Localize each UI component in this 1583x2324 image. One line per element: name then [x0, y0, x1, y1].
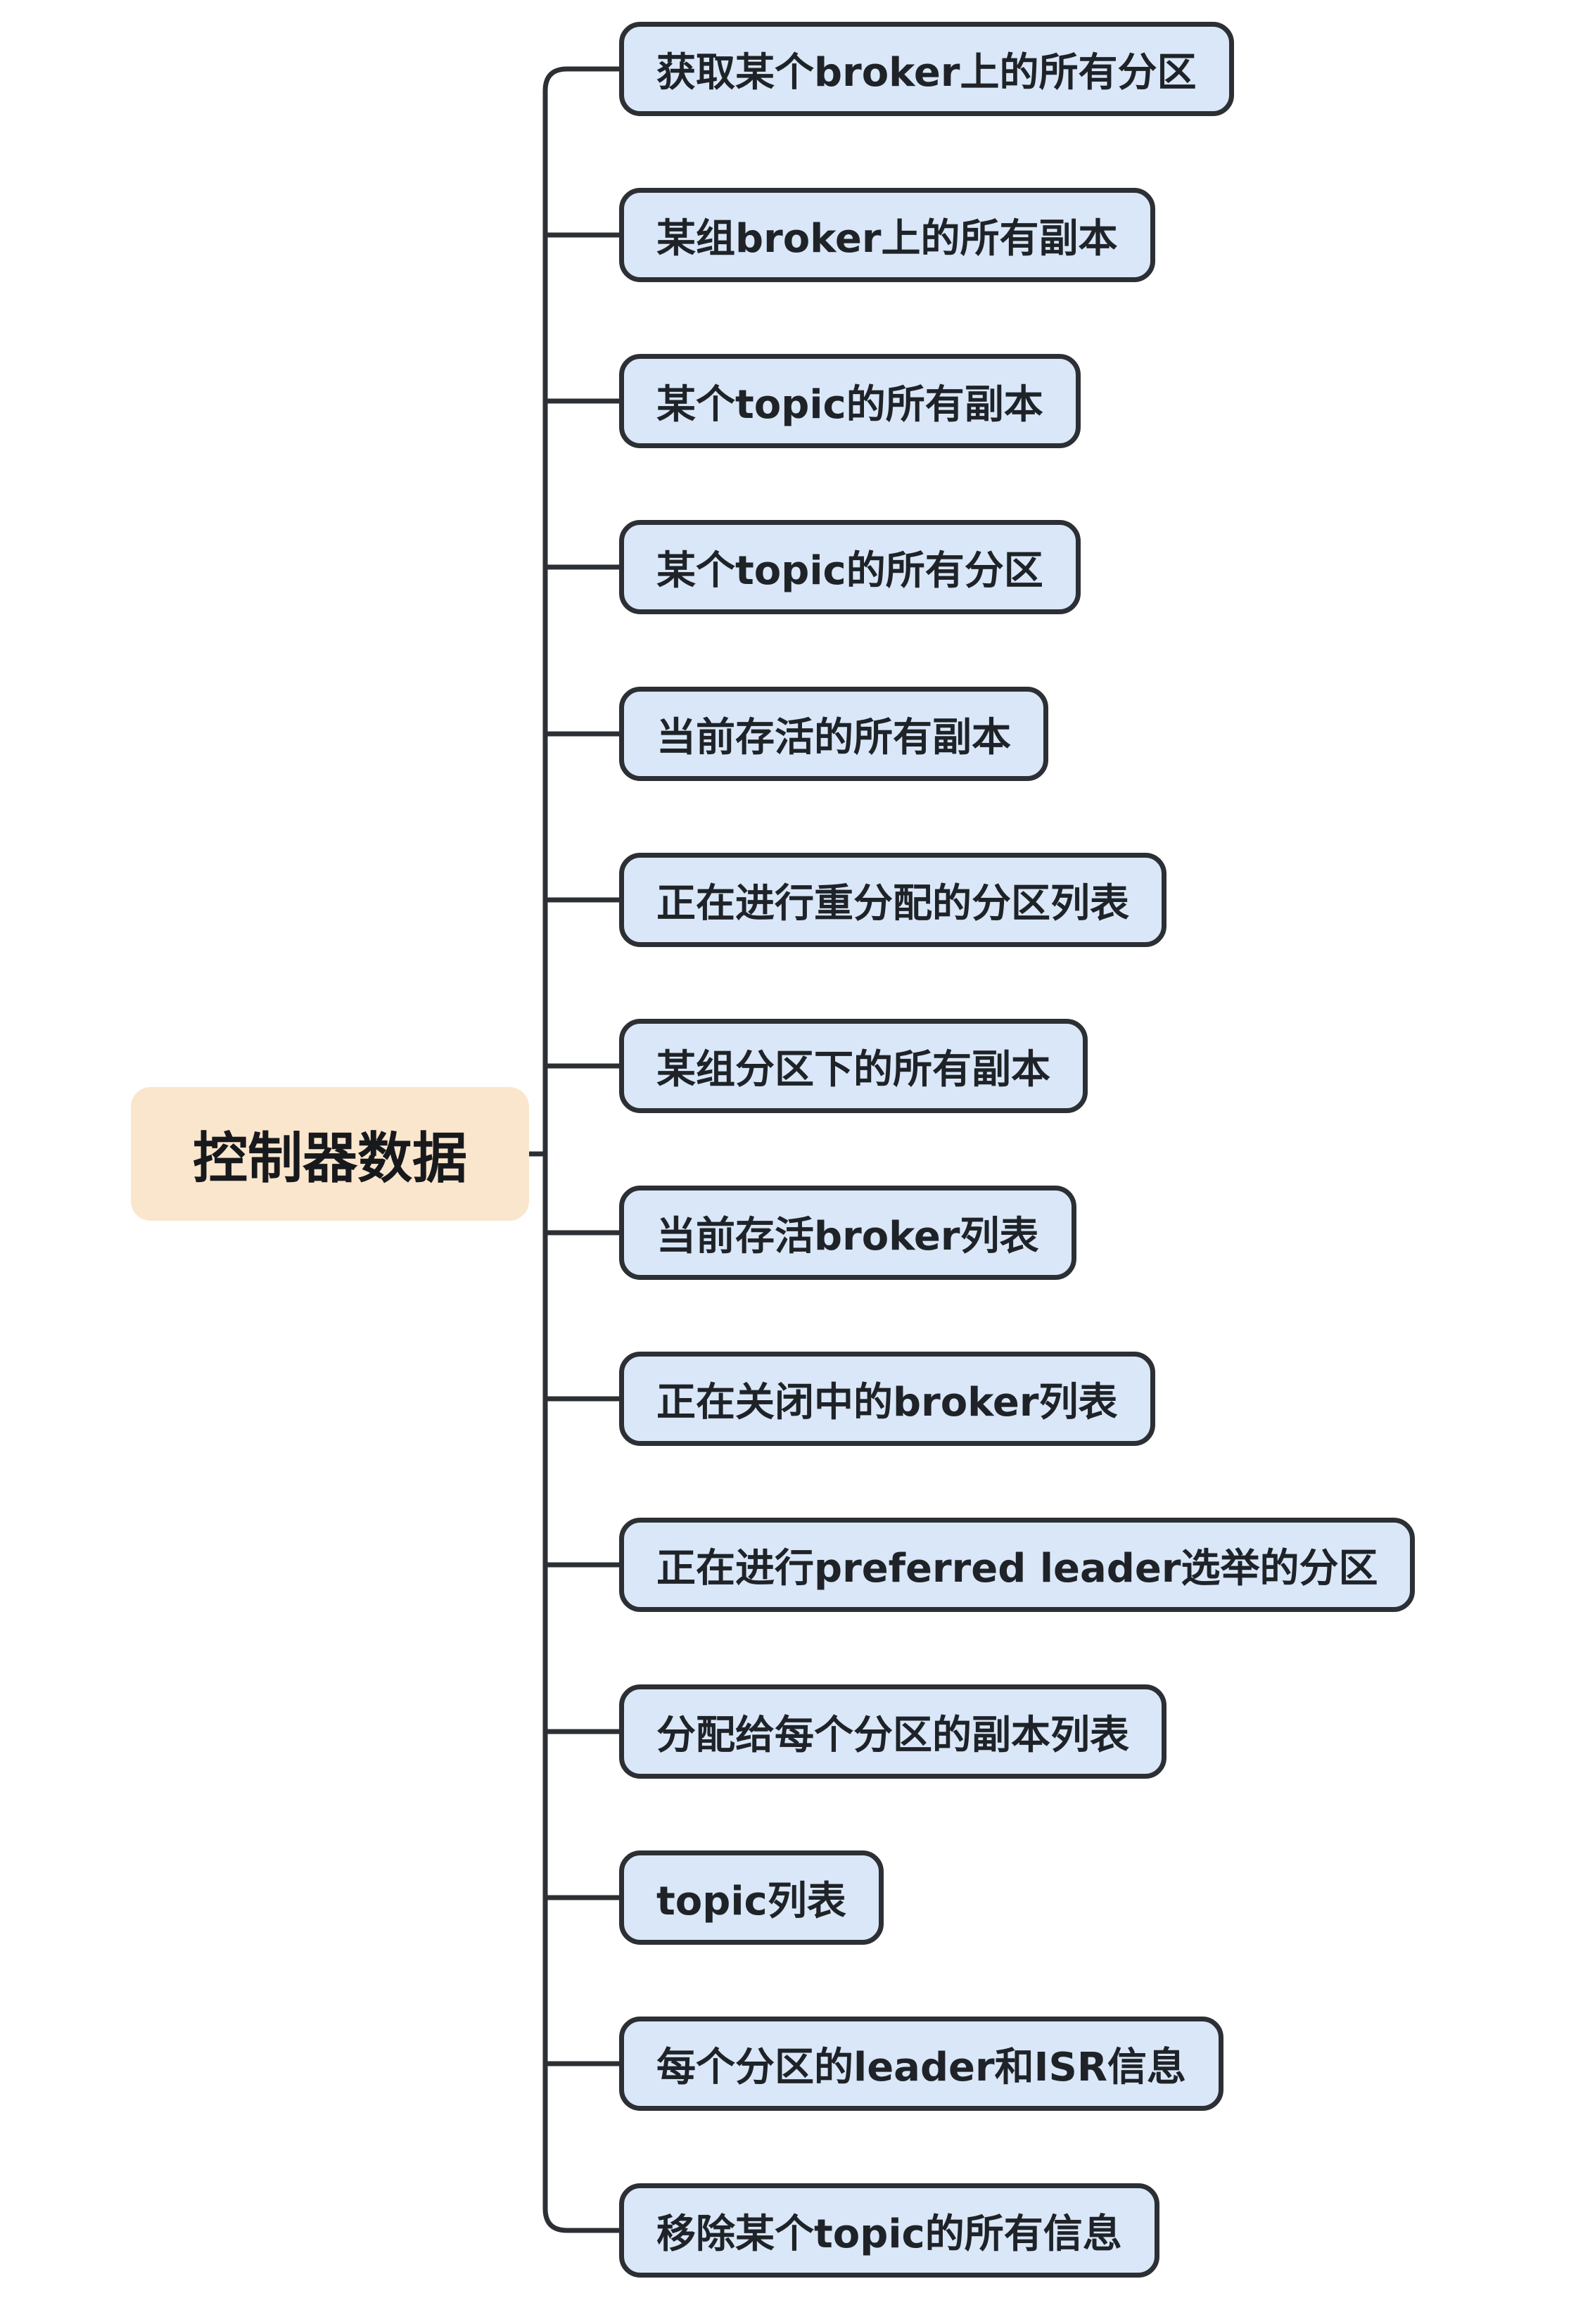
node-all-partitions-of-topic: 某个topic的所有分区: [619, 520, 1081, 614]
node-label: 某个topic的所有副本: [656, 381, 1043, 428]
root-node-label: 控制器数据: [193, 1127, 468, 1190]
node-all-replicas-on-broker-set: 某组broker上的所有副本: [619, 188, 1155, 282]
node-label: 获取某个broker上的所有分区: [656, 49, 1197, 96]
node-remove-topic-info: 移除某个topic的所有信息: [619, 2183, 1159, 2278]
node-label: 移除某个topic的所有信息: [656, 2211, 1122, 2257]
node-all-live-replicas: 当前存活的所有副本: [619, 687, 1048, 781]
node-get-all-partitions-on-broker: 获取某个broker上的所有分区: [619, 22, 1234, 116]
root-node-controller-data: 控制器数据: [131, 1087, 530, 1221]
node-topic-list: topic列表: [619, 1850, 884, 1945]
node-label: 正在关闭中的broker列表: [656, 1379, 1118, 1425]
node-all-replicas-of-topic: 某个topic的所有副本: [619, 354, 1081, 448]
node-shutting-down-broker-list: 正在关闭中的broker列表: [619, 1352, 1155, 1446]
node-label: 每个分区的leader和ISR信息: [656, 2044, 1186, 2090]
connector-branches: [542, 232, 626, 2066]
node-preferred-leader-election-partitions: 正在进行preferred leader选举的分区: [619, 1518, 1416, 1612]
node-label: 某组分区下的所有副本: [656, 1046, 1050, 1093]
node-label: 正在进行重分配的分区列表: [656, 880, 1129, 927]
node-live-broker-list: 当前存活broker列表: [619, 1186, 1076, 1280]
connector-trunk: [542, 66, 626, 2233]
node-label: topic列表: [656, 1878, 846, 1924]
node-assigned-replicas-per-partition: 分配给每个分区的副本列表: [619, 1684, 1166, 1779]
node-label: 当前存活的所有副本: [656, 714, 1011, 761]
node-label: 正在进行preferred leader选举的分区: [656, 1545, 1378, 1592]
node-leader-and-isr-per-partition: 每个分区的leader和ISR信息: [619, 2017, 1223, 2111]
node-label: 某组broker上的所有副本: [656, 215, 1118, 262]
node-label: 当前存活broker列表: [656, 1213, 1039, 1259]
node-label: 分配给每个分区的副本列表: [656, 1712, 1129, 1758]
node-all-replicas-of-partition-set: 某组分区下的所有副本: [619, 1019, 1088, 1113]
node-reassigning-partitions-list: 正在进行重分配的分区列表: [619, 853, 1166, 947]
node-label: 某个topic的所有分区: [656, 547, 1043, 594]
